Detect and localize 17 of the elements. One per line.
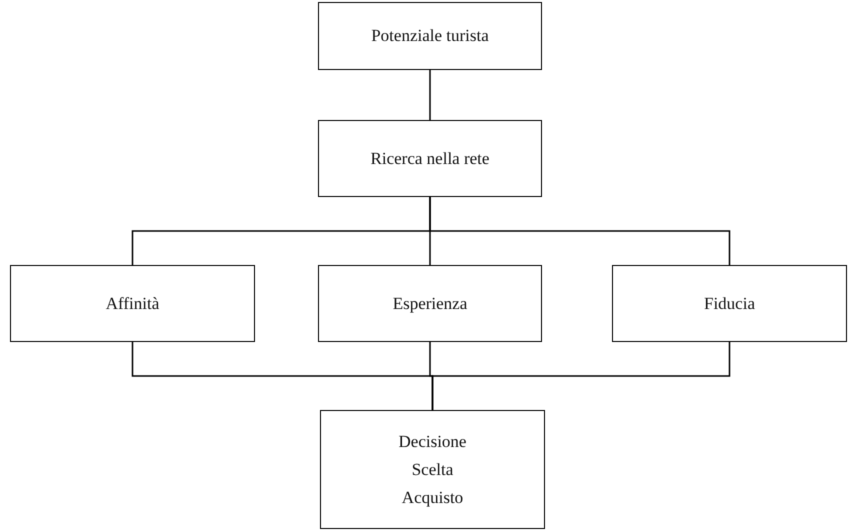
box-label: Ricerca nella rete xyxy=(370,148,490,168)
box-label: Scelta xyxy=(412,460,454,480)
process-box xyxy=(318,120,542,197)
process-box xyxy=(10,265,255,342)
box-label: Fiducia xyxy=(704,294,755,314)
box-label: Decisione xyxy=(398,432,466,452)
process-box xyxy=(318,265,542,342)
box-label: Affinità xyxy=(106,294,160,314)
connector-line xyxy=(429,197,730,265)
process-box xyxy=(612,265,847,342)
connector-line xyxy=(429,70,431,120)
process-box xyxy=(318,2,542,70)
box-label: Esperienza xyxy=(392,294,468,314)
box-label: Acquisto xyxy=(402,488,464,508)
box-label: Potenziale turista xyxy=(371,26,489,46)
connector-line xyxy=(432,342,730,410)
process-box xyxy=(320,410,545,529)
